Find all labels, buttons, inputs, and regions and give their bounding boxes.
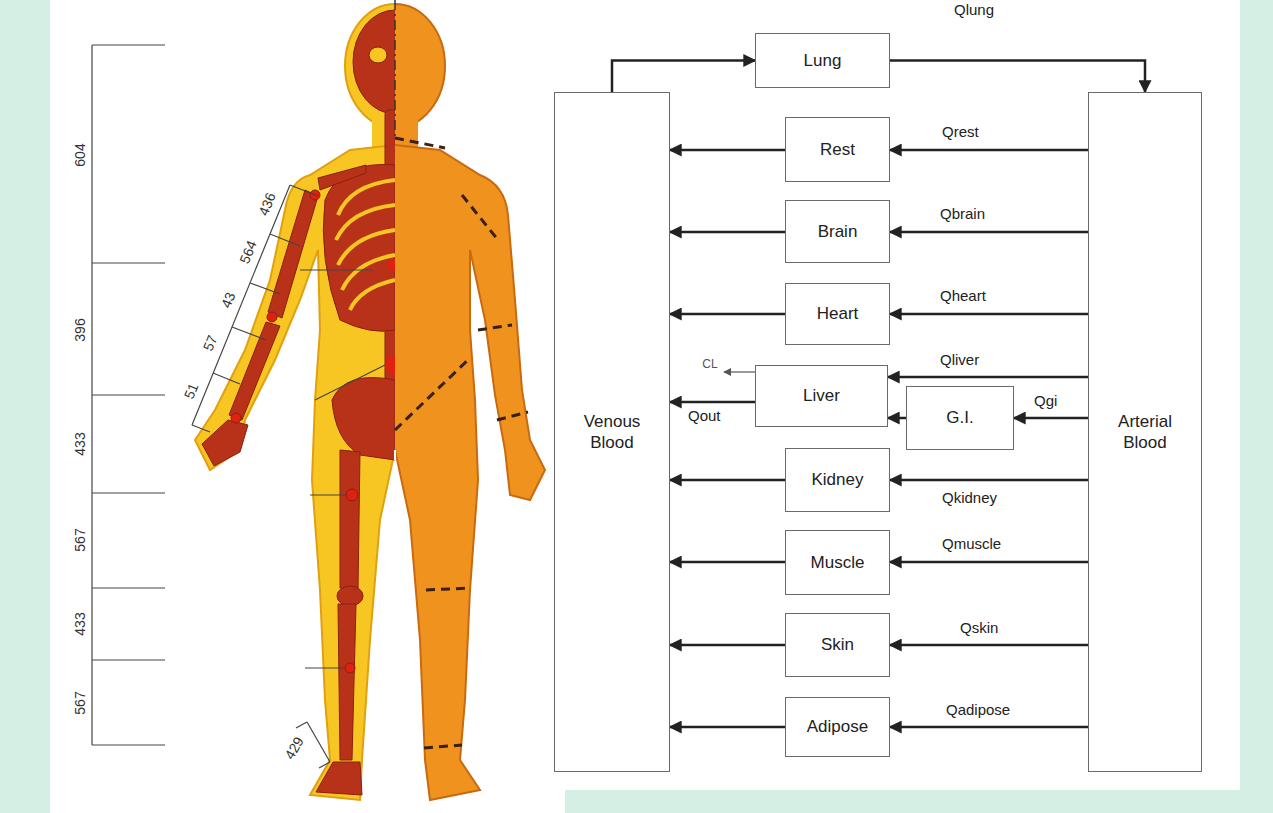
flow-label: Qskin	[958, 620, 1000, 637]
flow-label: Qbrain	[938, 206, 987, 223]
node-label: Liver	[803, 385, 840, 406]
flow-arrow	[670, 561, 785, 564]
flow-arrow	[670, 401, 755, 404]
center-line	[394, 450, 396, 805]
flow-arrow	[890, 644, 1088, 647]
heart-box: Heart	[785, 283, 890, 345]
flow-label: Qmuscle	[940, 536, 1003, 553]
flow-label: Qrest	[940, 124, 981, 141]
node-label: Arterial Blood	[1095, 411, 1195, 454]
dimension-label: 604	[73, 143, 87, 166]
node-label: G.I.	[946, 407, 973, 428]
flow-arrow	[890, 479, 1088, 482]
skin-box: Skin	[785, 613, 890, 677]
flow-arrow	[1014, 417, 1088, 420]
arterial-blood-compartment: Arterial Blood	[1088, 92, 1202, 772]
flow-arrow	[890, 726, 1088, 729]
segment-lines	[395, 138, 528, 748]
flow-label: Qout	[686, 408, 723, 425]
adipose-box: Adipose	[785, 697, 890, 757]
dimension-label: 567	[73, 691, 87, 714]
brain-box: Brain	[785, 200, 890, 263]
liver-box: Liver	[755, 365, 888, 427]
flow-arrow	[890, 231, 1088, 234]
node-label: Adipose	[807, 716, 868, 737]
flow-arrow	[888, 376, 1088, 379]
flow-arrow	[670, 479, 785, 482]
flow-arrow	[890, 313, 1088, 316]
clearance-arrow	[724, 371, 755, 372]
flow-label: Qlung	[952, 2, 996, 19]
skeleton	[202, 10, 395, 795]
center-line	[394, 0, 396, 140]
dimension-label: 436	[256, 191, 278, 218]
flow-label: Qgi	[1032, 393, 1059, 410]
gi-box: G.I.	[906, 386, 1014, 450]
dimension-label: 429	[282, 734, 306, 761]
flow-arrow	[890, 149, 1088, 152]
flow-arrow	[670, 149, 785, 152]
dimension-label: 567	[73, 528, 87, 551]
venous-blood-compartment: Venous Blood	[554, 92, 670, 772]
node-label: Skin	[821, 634, 854, 655]
figure-panel	[50, 0, 565, 813]
node-label: Venous Blood	[561, 411, 663, 454]
body-left-half	[195, 4, 395, 800]
flow-arrow	[670, 726, 785, 729]
node-label: Heart	[817, 303, 859, 324]
flow-arrow	[888, 417, 906, 420]
dimension-label: 433	[73, 432, 87, 455]
dimension-label: 396	[73, 318, 87, 341]
flow-arrow	[670, 313, 785, 316]
dimension-label: 433	[73, 612, 87, 635]
flow-arrow	[612, 61, 755, 93]
clearance-label: CL	[700, 358, 719, 371]
dimension-lines	[92, 45, 385, 768]
kidney-box: Kidney	[785, 448, 890, 512]
node-label: Muscle	[811, 552, 865, 573]
node-label: Lung	[804, 50, 842, 71]
flow-label: Qheart	[938, 288, 988, 305]
flow-label: Qliver	[938, 352, 981, 369]
flow-arrow	[670, 231, 785, 234]
dimension-label: 564	[237, 239, 259, 266]
lung-box: Lung	[755, 33, 890, 88]
flow-arrow	[890, 561, 1088, 564]
muscle-box: Muscle	[785, 530, 890, 595]
dimension-label: 57	[201, 333, 220, 353]
node-label: Kidney	[812, 469, 864, 490]
body-right-half	[395, 4, 545, 800]
node-label: Brain	[818, 221, 858, 242]
flow-label: Qkidney	[940, 490, 999, 507]
dimension-label: 51	[182, 381, 201, 401]
dimension-label: 43	[219, 290, 238, 310]
flow-arrow	[890, 61, 1145, 93]
node-label: Rest	[820, 139, 855, 160]
flow-arrow	[670, 644, 785, 647]
flow-label: Qadipose	[944, 702, 1012, 719]
rest-box: Rest	[785, 117, 890, 182]
